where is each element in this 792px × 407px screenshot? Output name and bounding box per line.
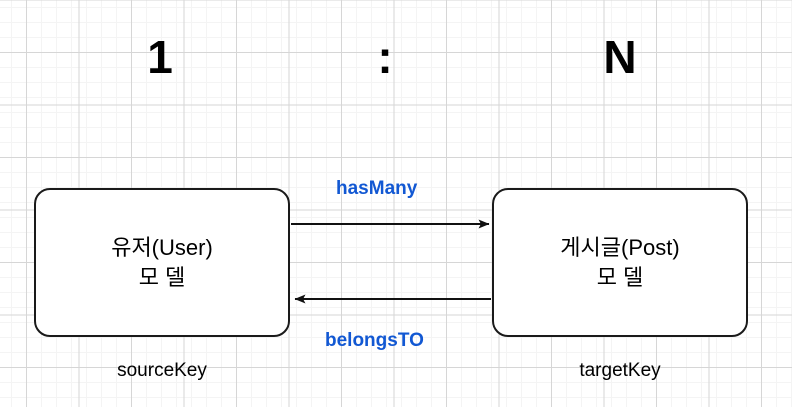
relation-label-belongs-to: belongsTO (325, 330, 424, 351)
entity-user-line2: 모 델 (138, 264, 186, 290)
entity-post-line2: 모 델 (596, 264, 644, 290)
entity-user-line1: 유저(User) (111, 235, 213, 261)
cardinality-many: N (603, 31, 637, 83)
entity-post-line1: 게시글(Post) (560, 235, 680, 261)
relation-label-has-many: hasMany (336, 178, 418, 199)
entity-box-user[interactable]: 유저(User) 모 델 (34, 188, 290, 337)
cardinality-separator: : (377, 31, 393, 83)
caption-target-key: targetKey (579, 360, 661, 381)
entity-box-post[interactable]: 게시글(Post) 모 델 (492, 188, 748, 337)
cardinality-one: 1 (147, 31, 173, 83)
caption-source-key: sourceKey (117, 360, 207, 381)
